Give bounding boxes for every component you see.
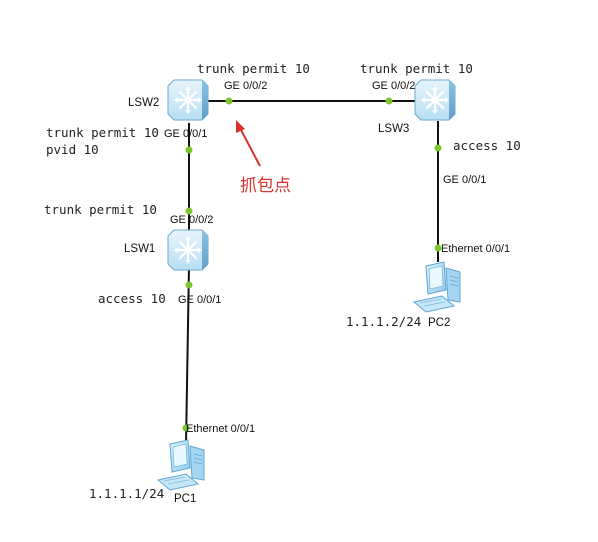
lsw2-ge002-label: GE 0/0/2	[224, 80, 267, 92]
port-dot-pc1-eth	[182, 424, 190, 432]
capture-point-arrow	[236, 120, 261, 167]
lsw1-access-config: access 10	[98, 291, 166, 306]
lsw2-downlink-config: trunk permit 10	[46, 125, 159, 140]
lsw3-ge001-label: GE 0/0/1	[443, 174, 486, 186]
port-dot-lsw3-ge002	[385, 97, 393, 105]
lsw2-pvid-config: pvid 10	[46, 142, 99, 157]
link-lsw1-pc1	[185, 265, 190, 445]
pc2-computer-icon[interactable]	[413, 261, 461, 313]
port-dot-lsw3-ge001	[434, 144, 442, 152]
lsw1-ge002-label: GE 0/0/2	[170, 214, 213, 226]
lsw3-access-config: access 10	[453, 138, 521, 153]
lsw3-ge002-label: GE 0/0/2	[372, 80, 415, 92]
lsw1-name: LSW1	[124, 243, 155, 255]
capture-point-label: 抓包点	[240, 176, 291, 196]
lsw1-uplink-config: trunk permit 10	[44, 202, 157, 217]
lsw1-ge001-label: GE 0/0/1	[178, 294, 221, 306]
lsw2-ge001-label: GE 0/0/1	[164, 128, 207, 140]
lsw2-uplink-config: trunk permit 10	[197, 61, 310, 76]
lsw3-uplink-config: trunk permit 10	[360, 61, 473, 76]
port-dot-lsw2-ge001	[185, 146, 193, 154]
lsw3-name: LSW3	[378, 123, 409, 135]
pc1-ip-address: 1.1.1.1/24	[89, 486, 164, 501]
lsw3-switch-icon[interactable]	[413, 78, 457, 122]
pc1-eth-label: Ethernet 0/0/1	[186, 423, 255, 435]
port-dot-pc2-eth	[434, 244, 442, 252]
pc1-computer-icon[interactable]	[157, 439, 205, 491]
pc1-name: PC1	[174, 493, 196, 505]
pc2-name: PC2	[428, 317, 450, 329]
port-dot-lsw1-ge001	[185, 281, 193, 289]
lsw2-name: LSW2	[128, 97, 159, 109]
port-dot-lsw1-ge002	[185, 207, 193, 215]
pc2-eth-label: Ethernet 0/0/1	[441, 243, 510, 255]
port-dot-lsw2-ge002	[225, 97, 233, 105]
lsw2-switch-icon[interactable]	[166, 78, 210, 122]
pc2-ip-address: 1.1.1.2/24	[346, 314, 421, 329]
lsw1-switch-icon[interactable]	[166, 228, 210, 272]
